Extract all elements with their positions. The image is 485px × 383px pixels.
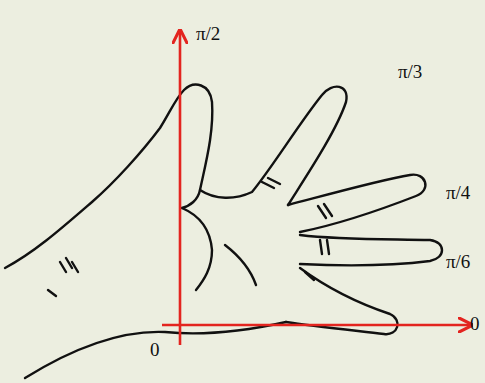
angle-label: 0 [150, 340, 160, 361]
hand-drawing [5, 85, 442, 378]
axes [162, 32, 470, 345]
angle-label: 0 [470, 314, 480, 335]
angle-label: π/3 [398, 62, 422, 83]
angle-label: π/4 [446, 183, 470, 204]
angle-label: π/2 [196, 24, 220, 45]
angle-label: π/6 [446, 252, 470, 273]
